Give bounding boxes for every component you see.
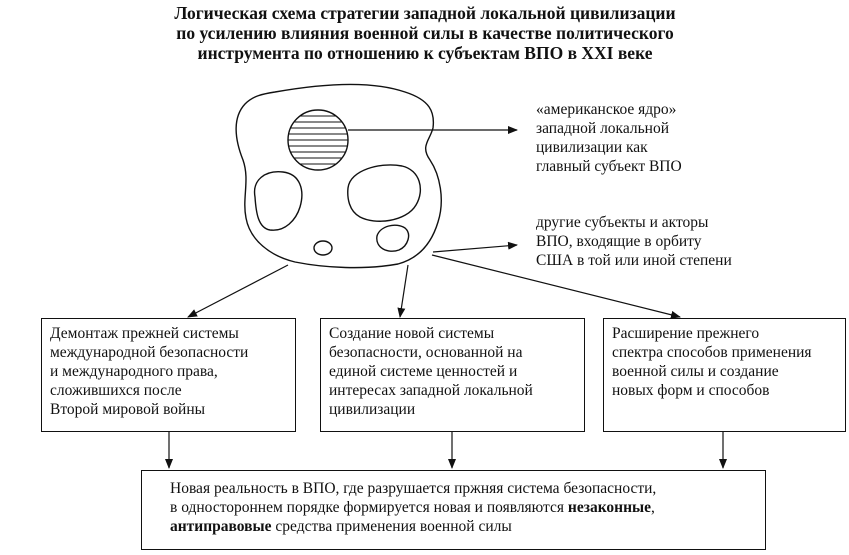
arrow-to-middle-box <box>397 264 409 318</box>
box-new-reality: Новая реальность в ВПО, где разрушается … <box>141 470 766 550</box>
title-line: Логическая схема стратегии западной лока… <box>174 3 676 23</box>
box-new-security-system: Создание новой системы безопасности, осн… <box>320 318 585 432</box>
subject-shape-right <box>347 164 421 222</box>
title-line: по усилению влияния военной силы в качес… <box>176 23 674 43</box>
diagram-title: Логическая схема стратегии западной лока… <box>60 3 790 63</box>
note-other-subjects: другие субъекты и акторы ВПО, входящие в… <box>536 214 732 269</box>
note-american-core: «американское ядро» западной локальной ц… <box>536 101 682 175</box>
title-line: инструмента по отношению к субъектам ВПО… <box>197 43 653 63</box>
subject-shape-small-left <box>313 240 333 256</box>
arrow-to-right-box <box>431 254 681 319</box>
arrow-to-left-box <box>187 264 289 318</box>
box-dismantling: Демонтаж прежней системы международной б… <box>41 318 296 432</box>
arrow-to-others-note <box>432 241 518 253</box>
subject-shape-large <box>253 171 303 231</box>
box-expansion-of-means: Расширение прежнего спектра способов при… <box>603 318 846 432</box>
subject-shape-small-right <box>376 224 410 252</box>
